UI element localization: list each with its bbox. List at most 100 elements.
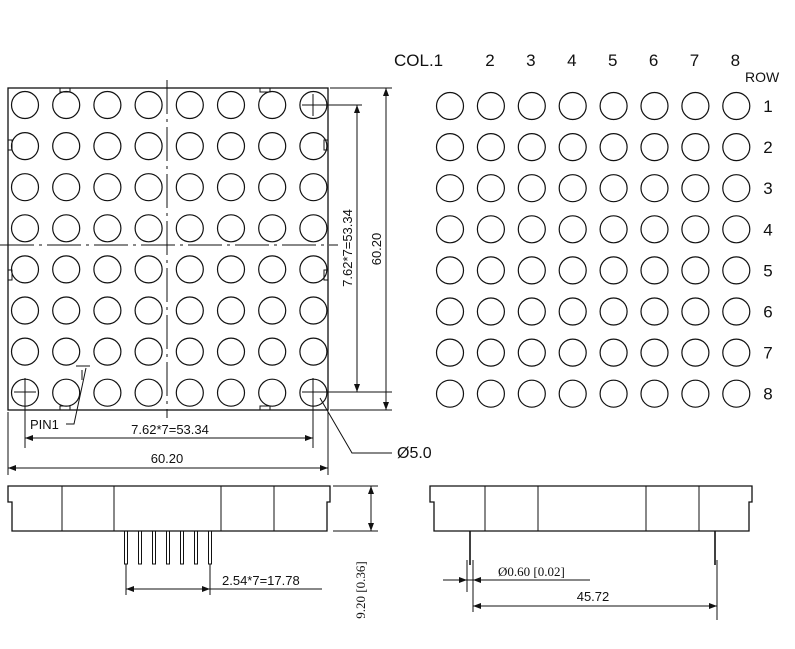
front-dot	[175, 378, 204, 407]
front-dot	[134, 214, 163, 243]
front-dot	[299, 337, 328, 366]
schematic-dot	[517, 297, 546, 326]
diameter-leader	[319, 397, 392, 454]
front-dot	[10, 132, 40, 161]
side-pin	[152, 530, 156, 565]
schematic-dot-grid	[435, 91, 751, 408]
front-dot	[52, 378, 81, 407]
pitch-h-label: 7.62*7=53.34	[131, 422, 209, 437]
dot-diameter-label: Ø5.0	[397, 445, 432, 462]
side-left-body	[7, 485, 331, 532]
front-dot	[175, 90, 204, 120]
matrix-outline	[7, 87, 329, 411]
front-dot	[134, 173, 163, 202]
arrow	[473, 603, 481, 609]
schematic-dot	[517, 215, 546, 244]
schematic-dot	[681, 297, 710, 326]
front-dot	[175, 132, 204, 161]
schematic-dot	[476, 256, 505, 285]
front-dot	[93, 378, 122, 407]
side-left-pins	[124, 530, 212, 565]
schematic-dot	[599, 256, 628, 285]
row-number: 2	[763, 138, 772, 157]
schematic-dot	[558, 133, 587, 162]
schematic-dot	[681, 133, 710, 162]
schematic-dot	[640, 256, 669, 285]
front-dot	[258, 90, 287, 120]
pin1-leader	[66, 367, 87, 425]
arrow	[709, 603, 717, 609]
front-dot	[52, 214, 81, 243]
side-pin	[166, 530, 170, 565]
schematic-dot	[640, 297, 669, 326]
front-dot	[299, 296, 328, 325]
side-view-right: Ø0.60 [0.02] 45.72	[429, 485, 753, 620]
schematic-dot	[476, 215, 505, 244]
height-label: 60.20	[369, 233, 384, 266]
front-dot	[258, 214, 287, 243]
schematic-dot	[722, 174, 751, 203]
schematic-dot	[517, 338, 546, 367]
front-dot	[299, 132, 328, 161]
arrow	[202, 586, 210, 592]
row-header: ROW	[745, 69, 780, 85]
front-dot	[258, 173, 287, 202]
side-pin	[180, 530, 184, 565]
col-number: 3	[526, 51, 535, 70]
front-dot	[134, 337, 163, 366]
front-dot	[258, 255, 287, 284]
front-dot	[175, 173, 204, 202]
schematic-dot	[599, 133, 628, 162]
schematic-dot	[599, 297, 628, 326]
arrow	[8, 465, 16, 471]
side-right-pins	[469, 531, 716, 565]
col-number: 2	[485, 51, 494, 70]
side-pin	[194, 530, 198, 565]
front-dot	[299, 173, 328, 202]
col-number: 7	[690, 51, 699, 70]
schematic-dot	[681, 256, 710, 285]
schematic-dot	[517, 379, 546, 408]
front-dot	[258, 337, 287, 366]
schematic-dot	[558, 215, 587, 244]
side-pin	[124, 530, 128, 565]
schematic-dot	[722, 338, 751, 367]
front-dot	[216, 173, 246, 202]
front-dot	[52, 255, 81, 284]
pin-diameter-label: Ø0.60 [0.02]	[498, 564, 565, 579]
schematic-dot	[681, 91, 710, 121]
arrow	[368, 486, 374, 494]
row-number: 3	[763, 179, 772, 198]
side-right-dividers	[484, 486, 700, 531]
arrow	[354, 105, 360, 113]
arrow	[320, 465, 328, 471]
arrow	[354, 384, 360, 392]
front-dot	[134, 90, 163, 120]
schematic-dot	[722, 215, 751, 244]
schematic-dot	[435, 256, 465, 285]
front-dot	[93, 337, 122, 366]
schematic-dot	[435, 133, 465, 162]
pitch-v-label: 7.62*7=53.34	[340, 209, 355, 287]
arrow	[25, 435, 33, 441]
schematic-dot	[558, 379, 587, 408]
pin1-label: PIN1	[30, 417, 59, 432]
schematic-dot	[640, 338, 669, 367]
front-dot	[93, 90, 122, 120]
front-dot	[299, 255, 328, 284]
width-label: 60.20	[151, 451, 184, 466]
front-dot	[216, 378, 246, 407]
schematic-dot	[476, 379, 505, 408]
arrow	[368, 523, 374, 531]
front-dot	[10, 296, 40, 325]
schematic-dot	[435, 338, 465, 367]
row-number: 4	[763, 220, 772, 239]
schematic-dot	[640, 379, 669, 408]
schematic-dot	[640, 174, 669, 203]
front-dot	[134, 378, 163, 407]
pin-span-label: 45.72	[577, 589, 610, 604]
front-dot	[10, 90, 40, 120]
front-dot	[52, 337, 81, 366]
schematic-dot	[558, 256, 587, 285]
front-dot	[216, 296, 246, 325]
